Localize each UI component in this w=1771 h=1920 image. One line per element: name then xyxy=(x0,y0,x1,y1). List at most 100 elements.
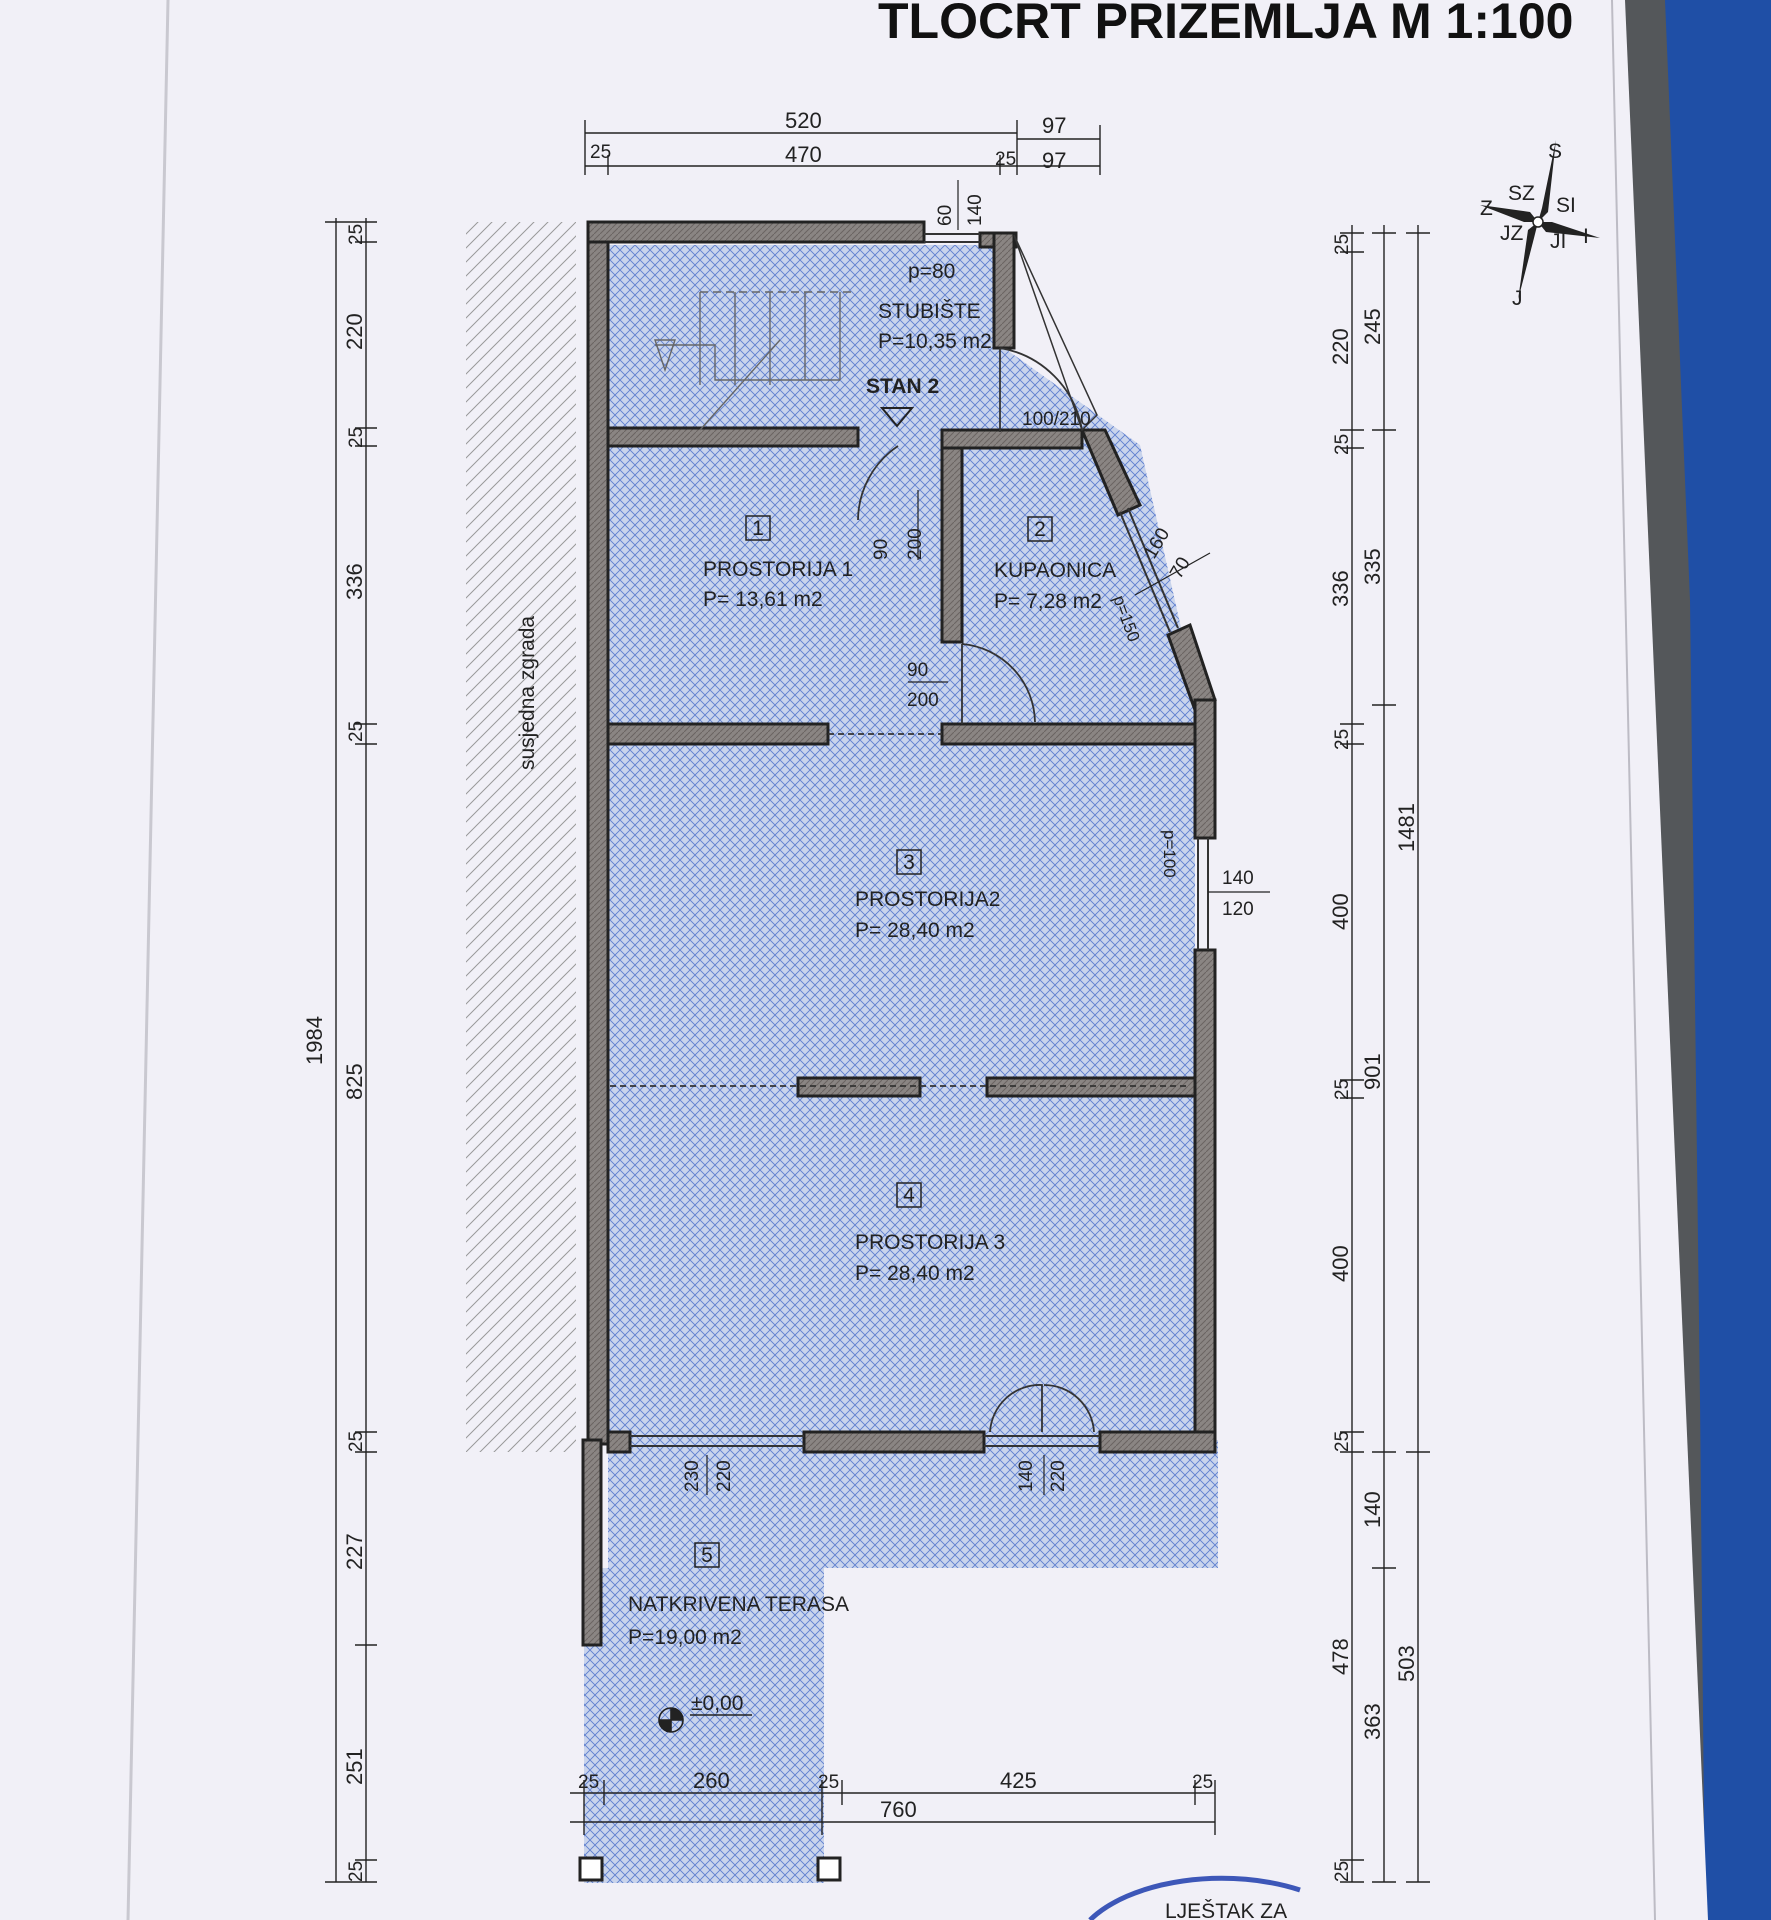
svg-text:260: 260 xyxy=(693,1768,730,1793)
svg-text:901: 901 xyxy=(1360,1053,1385,1090)
room-1-label: 1 PROSTORIJA 1 P= 13,61 m2 xyxy=(703,515,853,611)
svg-text:503: 503 xyxy=(1394,1645,1419,1682)
staircase xyxy=(654,291,855,431)
svg-text:336: 336 xyxy=(1328,570,1353,607)
entrance-line xyxy=(1013,234,1098,432)
svg-text:220: 220 xyxy=(1048,1460,1069,1492)
svg-text:220: 220 xyxy=(342,313,367,350)
room-5-label: 5 NATKRIVENA TERASA P=19,00 m2 xyxy=(628,1542,849,1649)
svg-text:25: 25 xyxy=(1192,1772,1213,1793)
svg-text:J: J xyxy=(1512,287,1523,310)
svg-text:JZ: JZ xyxy=(1500,222,1524,245)
svg-text:PROSTORIJA 1: PROSTORIJA 1 xyxy=(703,558,853,581)
svg-text:25: 25 xyxy=(346,224,367,245)
page-fold xyxy=(126,0,170,1920)
svg-text:P= 28,40 m2: P= 28,40 m2 xyxy=(855,1262,975,1285)
svg-text:60: 60 xyxy=(935,205,956,226)
svg-text:25: 25 xyxy=(346,1431,367,1452)
windows xyxy=(630,233,1209,1447)
dimension-lines xyxy=(325,120,1430,1883)
svg-text:25: 25 xyxy=(1332,434,1353,455)
svg-text:140: 140 xyxy=(1016,1460,1037,1492)
svg-text:97: 97 xyxy=(1042,113,1066,138)
svg-text:220: 220 xyxy=(1328,328,1353,365)
svg-text:25: 25 xyxy=(1332,1079,1353,1100)
svg-text:NATKRIVENA TERASA: NATKRIVENA TERASA xyxy=(628,1593,849,1616)
neighbor-building-hatch xyxy=(466,222,576,1452)
svg-text:25: 25 xyxy=(346,427,367,448)
drawing-title: TLOCRT PRIZEMLJA M 1:100 xyxy=(878,0,1573,49)
svg-text:25: 25 xyxy=(818,1772,839,1793)
svg-text:5: 5 xyxy=(701,1544,713,1567)
svg-text:251: 251 xyxy=(342,1748,367,1785)
svg-text:25: 25 xyxy=(1332,1861,1353,1882)
stamp: LJEŠTAK ZA xyxy=(1088,1875,1301,1920)
svg-text:400: 400 xyxy=(1328,1245,1353,1282)
floor-hatching xyxy=(584,245,1218,1883)
svg-text:1481: 1481 xyxy=(1394,803,1419,852)
opening-label-lines xyxy=(706,180,1270,1495)
svg-text:PROSTORIJA2: PROSTORIJA2 xyxy=(855,888,1000,911)
level-mark-icon xyxy=(658,1707,752,1733)
dimension-texts: 520 97 25 470 25 97 1984 25 220 25 336 2… xyxy=(302,108,1419,1882)
svg-text:1984: 1984 xyxy=(302,1016,327,1065)
svg-text:KUPAONICA: KUPAONICA xyxy=(994,559,1116,582)
svg-text:LJEŠTAK ZA: LJEŠTAK ZA xyxy=(1165,1900,1287,1920)
svg-text:120: 120 xyxy=(1222,899,1254,920)
svg-text:p=100: p=100 xyxy=(1160,830,1179,878)
svg-text:200: 200 xyxy=(905,528,926,560)
svg-text:400: 400 xyxy=(1328,893,1353,930)
svg-text:230: 230 xyxy=(682,1460,703,1492)
svg-text:25: 25 xyxy=(995,149,1016,170)
svg-text:P= 28,40 m2: P= 28,40 m2 xyxy=(855,919,975,942)
svg-text:2: 2 xyxy=(1034,518,1046,541)
svg-text:200: 200 xyxy=(907,690,939,711)
svg-text:4: 4 xyxy=(903,1184,915,1207)
svg-text:25: 25 xyxy=(590,142,611,163)
blue-folder xyxy=(1665,0,1771,1920)
svg-text:I: I xyxy=(1583,225,1589,248)
svg-text:3: 3 xyxy=(903,851,915,874)
frame-border xyxy=(1611,0,1656,1920)
svg-text:25: 25 xyxy=(1332,1431,1353,1452)
room-2-label: 2 KUPAONICA P= 7,28 m2 xyxy=(994,516,1116,613)
svg-text:S: S xyxy=(1548,140,1562,163)
neighbor-label: susjedna zgrada xyxy=(516,616,539,770)
svg-text:140: 140 xyxy=(1360,1491,1385,1528)
svg-text:470: 470 xyxy=(785,142,822,167)
stair-area: P=10,35 m2 xyxy=(878,330,992,353)
entrance-label: STAN 2 xyxy=(866,375,939,398)
svg-text:JI: JI xyxy=(1550,230,1566,253)
svg-text:P= 7,28 m2: P= 7,28 m2 xyxy=(994,590,1102,613)
svg-text:520: 520 xyxy=(785,108,822,133)
svg-text:P=19,00 m2: P=19,00 m2 xyxy=(628,1626,742,1649)
svg-text:220: 220 xyxy=(714,1460,735,1492)
svg-text:336: 336 xyxy=(342,563,367,600)
svg-text:363: 363 xyxy=(1360,1703,1385,1740)
svg-text:90: 90 xyxy=(871,539,892,560)
stair-parapet-label: p=80 xyxy=(908,260,955,283)
svg-text:SZ: SZ xyxy=(1508,182,1535,205)
door-swings xyxy=(610,347,1190,1433)
svg-text:25: 25 xyxy=(346,1861,367,1882)
compass-rose-icon: S J I Z SI SZ JI JZ xyxy=(1480,140,1600,310)
room-4-label: 4 PROSTORIJA 3 P= 28,40 m2 xyxy=(855,1182,1005,1285)
svg-text:478: 478 xyxy=(1328,1638,1353,1675)
svg-text:25: 25 xyxy=(1332,729,1353,750)
svg-text:335: 335 xyxy=(1360,548,1385,585)
svg-text:25: 25 xyxy=(1332,234,1353,255)
svg-text:425: 425 xyxy=(1000,1768,1037,1793)
svg-text:25: 25 xyxy=(346,721,367,742)
svg-text:P= 13,61 m2: P= 13,61 m2 xyxy=(703,588,823,611)
svg-text:825: 825 xyxy=(342,1063,367,1100)
svg-text:140: 140 xyxy=(1222,868,1254,889)
svg-text:Z: Z xyxy=(1480,197,1493,220)
svg-text:90: 90 xyxy=(907,660,928,681)
svg-text:245: 245 xyxy=(1360,308,1385,345)
svg-text:97: 97 xyxy=(1042,148,1066,173)
svg-text:PROSTORIJA 3: PROSTORIJA 3 xyxy=(855,1231,1005,1254)
svg-text:140: 140 xyxy=(965,194,986,226)
entrance-marker-icon xyxy=(879,407,915,428)
